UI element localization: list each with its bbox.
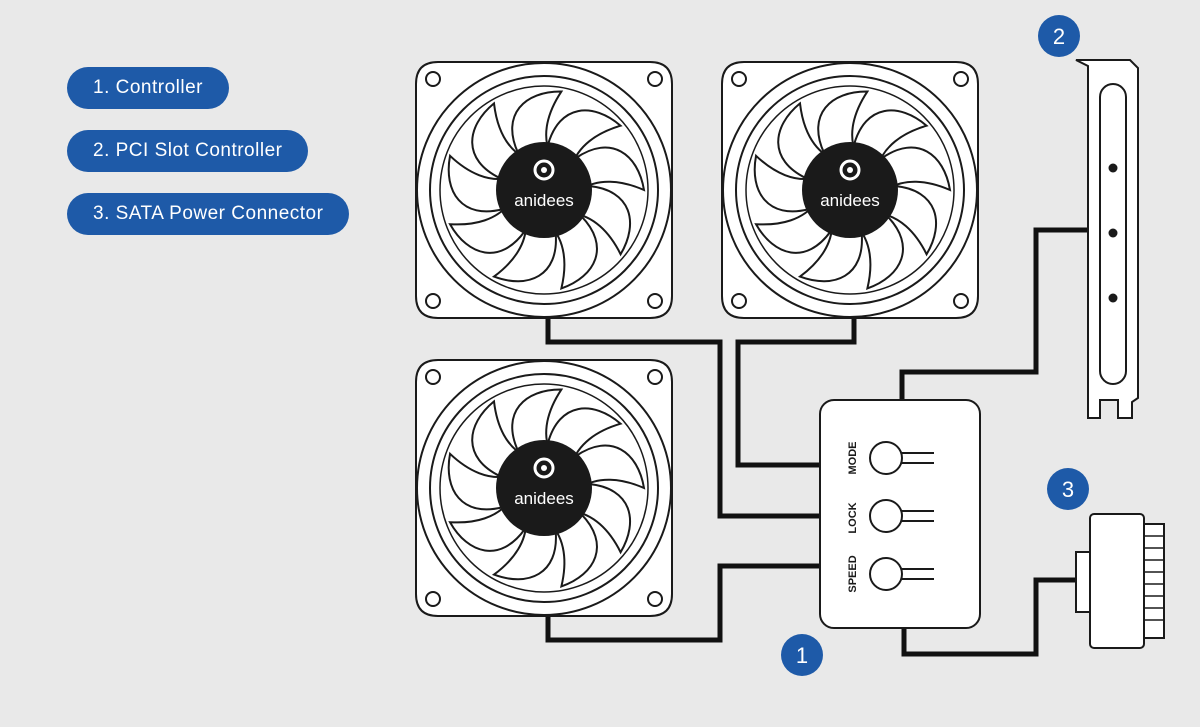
legend-label: 2. PCI Slot Controller <box>93 140 283 161</box>
legend-item-pci-slot-controller: 2. PCI Slot Controller <box>67 130 309 172</box>
speed-button <box>869 557 903 591</box>
controller-box: MODE LOCK SPEED <box>819 399 981 629</box>
legend-item-sata-power-connector: 3. SATA Power Connector <box>67 193 350 235</box>
marker-number: 2 <box>1053 24 1065 49</box>
legend-item-controller: 1. Controller <box>67 67 229 109</box>
fan-brand: anidees <box>514 191 574 210</box>
legend-label: 1. Controller <box>93 77 203 98</box>
fan-bottom-left: anidees <box>414 358 674 618</box>
marker-2: 2 <box>1038 15 1080 57</box>
cable-fan-2 <box>735 316 857 468</box>
lock-button <box>869 499 903 533</box>
fan-brand: anidees <box>514 489 574 508</box>
speed-label: SPEED <box>847 555 859 592</box>
fan-top-right: anidees <box>720 60 980 320</box>
marker-1: 1 <box>781 634 823 676</box>
marker-3: 3 <box>1047 468 1089 510</box>
mode-button <box>869 441 903 475</box>
mode-label: MODE <box>847 442 859 475</box>
sata-power-connector <box>1075 513 1165 649</box>
cable-fan-3 <box>545 563 822 643</box>
fan-top-left: anidees <box>414 60 674 320</box>
marker-number: 1 <box>796 643 808 668</box>
cable-pci <box>899 227 1088 400</box>
pci-slot-bracket <box>1075 59 1139 419</box>
cable-fan-1 <box>545 316 822 519</box>
marker-number: 3 <box>1062 477 1074 502</box>
cable-sata <box>901 577 1076 657</box>
cables <box>545 227 1088 657</box>
legend-label: 3. SATA Power Connector <box>93 203 324 224</box>
lock-label: LOCK <box>847 502 859 533</box>
fan-brand: anidees <box>820 191 880 210</box>
